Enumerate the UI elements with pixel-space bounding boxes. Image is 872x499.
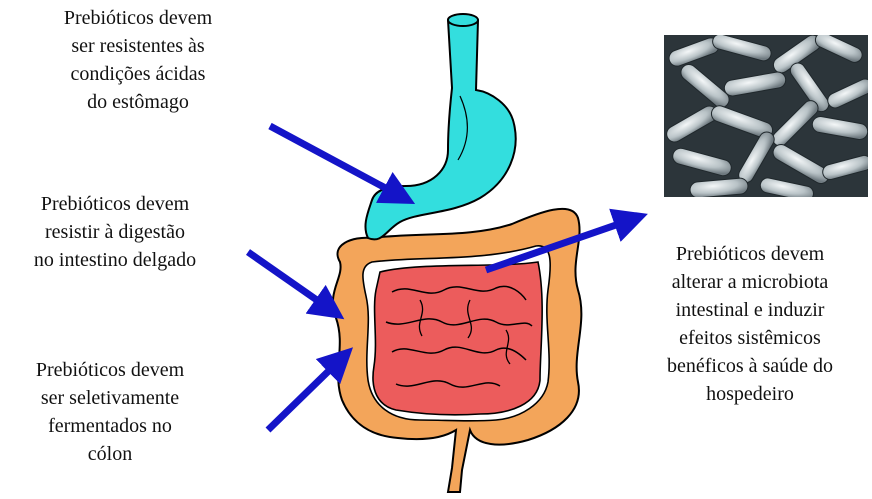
arrow-icon xyxy=(268,356,344,430)
bacteria-micrograph xyxy=(664,30,872,202)
arrow-icon xyxy=(248,252,334,312)
arrow-icon xyxy=(270,126,404,198)
stomach-shape xyxy=(365,14,515,239)
small-intestine-shape xyxy=(373,262,542,415)
